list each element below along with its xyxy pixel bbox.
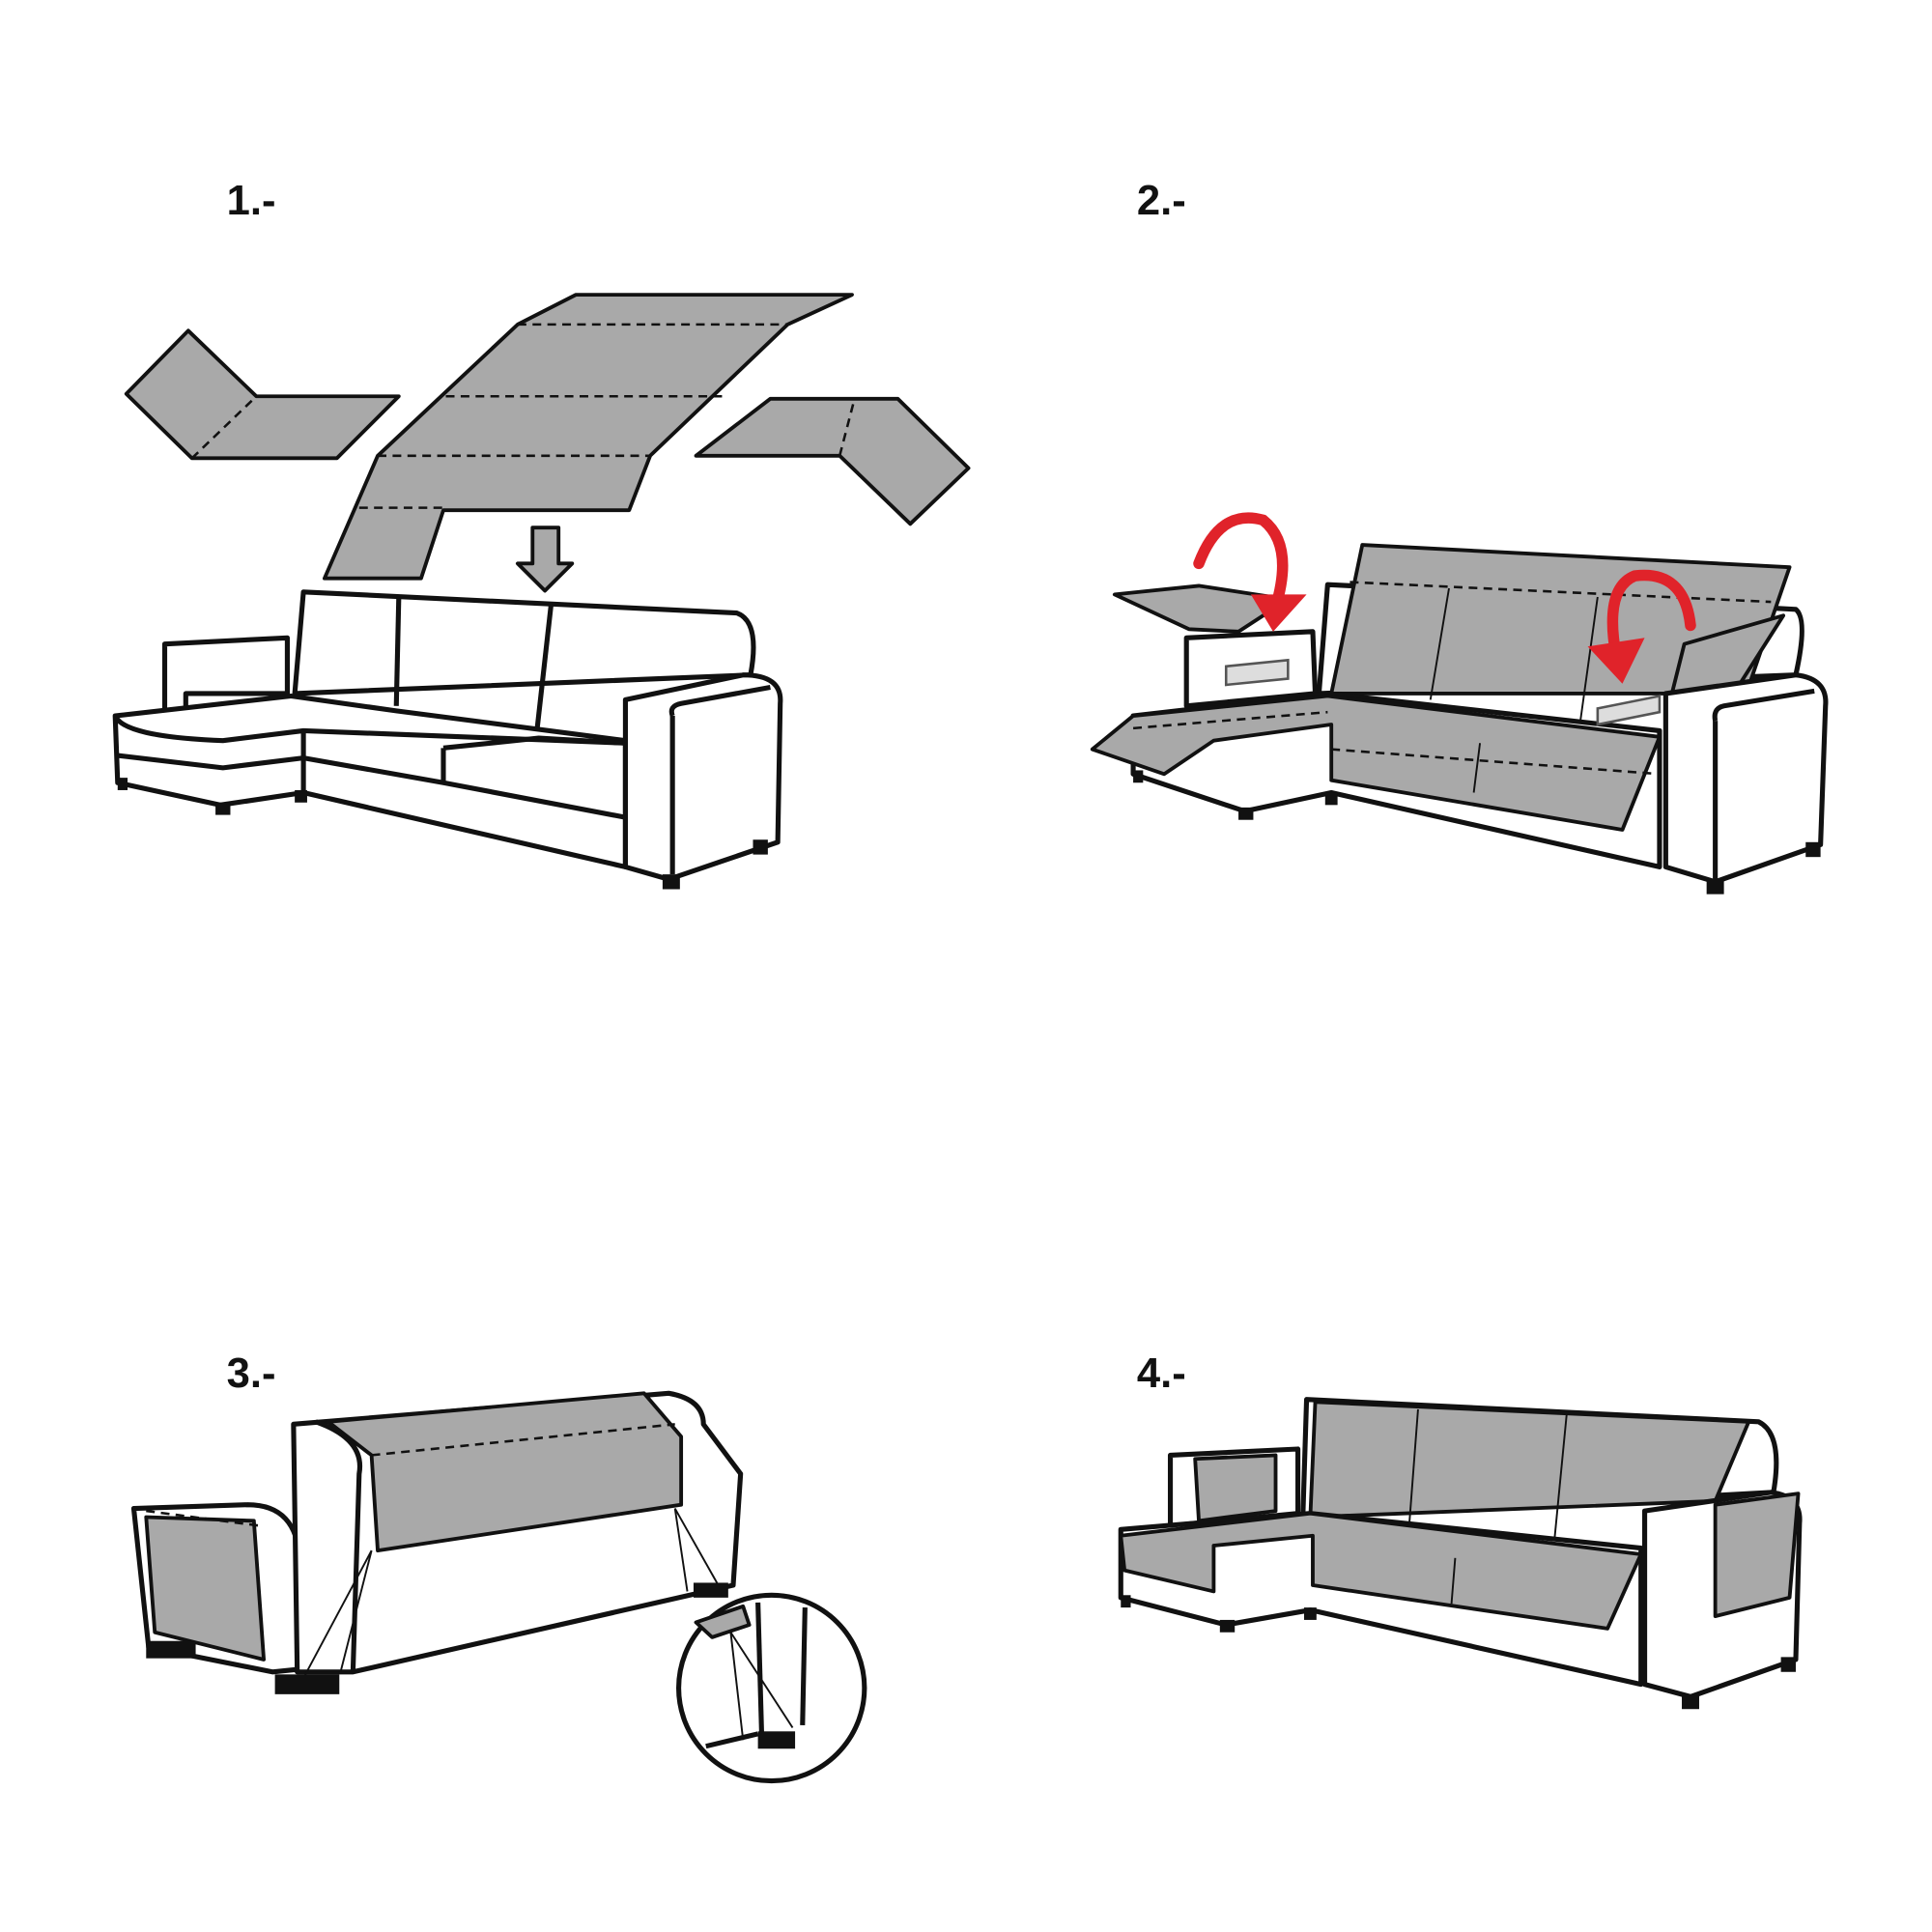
step-2-label: 2.- [1137,178,1186,224]
foam-stick-left [1224,658,1290,687]
cover-piece-left-arm [124,328,401,461]
cover-piece-right-arm [694,396,971,526]
sofa-uncovered [112,589,783,890]
detail-zoom-circle [676,1592,867,1784]
sofa-fully-covered [1118,1397,1803,1710]
step-1: 1.- [112,178,971,890]
foam-stick-right [1596,694,1662,726]
down-arrow-icon [515,526,575,593]
step-4: 4.- [1118,1350,1803,1710]
red-tuck-arrow-right-icon [1587,569,1696,684]
step-2: 2.- [1090,178,1829,895]
step-1-label: 1.- [227,178,276,224]
step-4-label: 4.- [1137,1350,1186,1397]
sofa-with-back-cover [130,1390,744,1694]
red-tuck-arrow-left-icon [1193,512,1307,632]
cover-piece-main [322,293,854,581]
step-3-label: 3.- [227,1350,276,1397]
step-3: 3.- [130,1350,867,1784]
sofa-cover-being-fitted [1090,543,1829,895]
